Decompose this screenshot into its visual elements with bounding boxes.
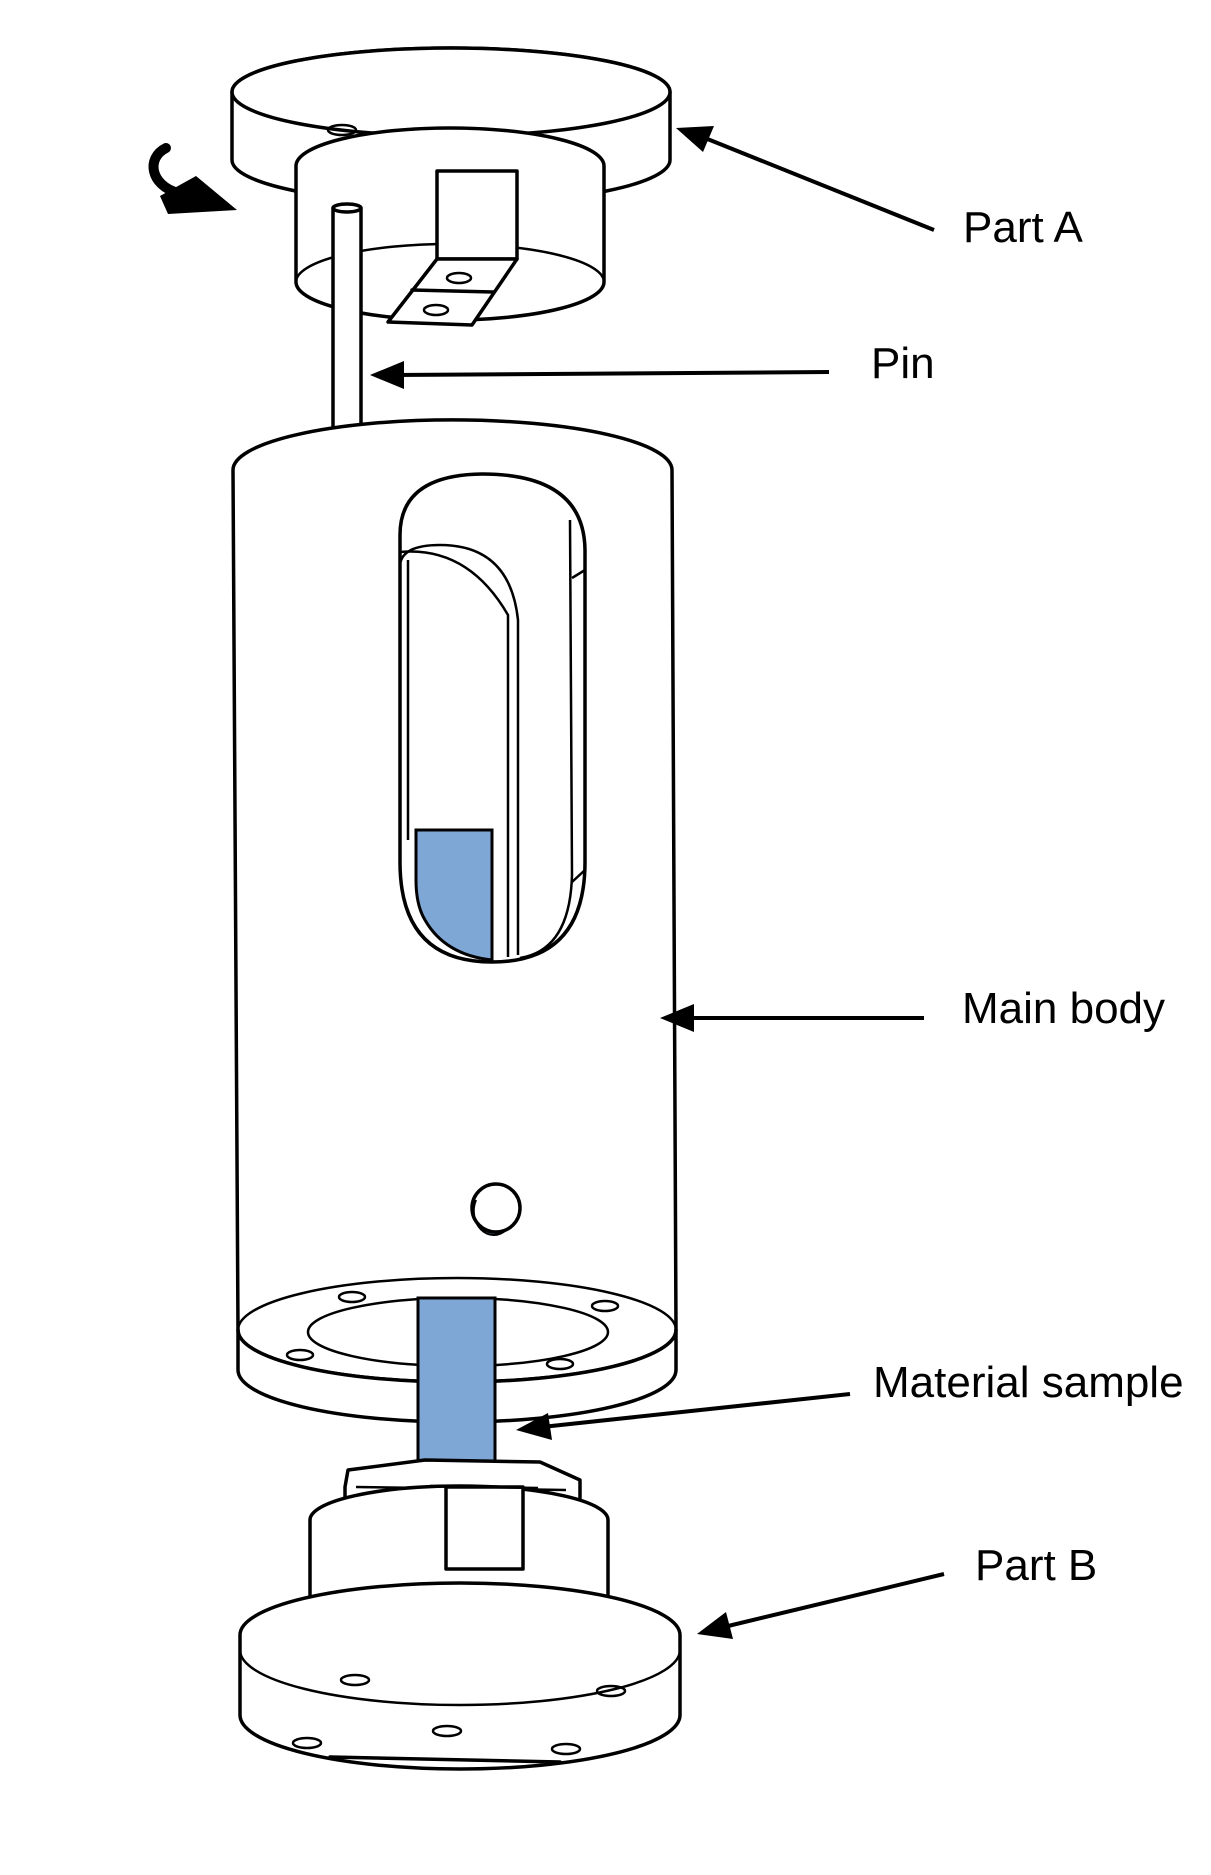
part-a-screw-hole xyxy=(326,123,358,137)
label-part-a: Part A xyxy=(963,203,1083,252)
material-sample xyxy=(416,1296,497,1476)
part-b-base-disc xyxy=(238,1581,682,1771)
flange-hole-1 xyxy=(337,1290,367,1304)
part-a-top-disc-face xyxy=(230,46,672,138)
rotation-arrow-icon xyxy=(148,143,183,198)
arrow-pin xyxy=(394,370,830,377)
window-right-inner-line xyxy=(571,568,586,580)
arrow-main-body-head xyxy=(660,1004,694,1032)
label-pin: Pin xyxy=(871,339,935,388)
label-material-sample: Material sample xyxy=(873,1358,1184,1407)
label-main-body: Main body xyxy=(962,984,1165,1033)
arrow-part-a xyxy=(699,134,935,232)
pin xyxy=(331,202,363,436)
part-b-hole-1 xyxy=(339,1673,371,1687)
main-body xyxy=(231,418,678,1424)
pin-top xyxy=(331,202,363,214)
window-right-edge xyxy=(519,519,574,960)
pin-shaft xyxy=(331,206,363,436)
part-a-clamp-jaw-divider xyxy=(410,288,495,294)
part-b-hole-4 xyxy=(431,1724,463,1738)
window-right-inner-line-2 xyxy=(571,869,586,883)
part-a-assembly xyxy=(148,46,672,327)
rotation-arrow-head-icon xyxy=(160,176,237,214)
part-b-hole-2 xyxy=(595,1684,627,1698)
flange-hole-2 xyxy=(590,1299,620,1313)
part-b-clamp-top xyxy=(429,1484,539,1490)
flange-hole-3 xyxy=(285,1348,315,1362)
pin-hole-fill xyxy=(472,1199,507,1237)
window-inner-step xyxy=(399,550,510,957)
part-b-base-face-edge xyxy=(238,1649,682,1707)
arrow-material-sample xyxy=(541,1392,851,1429)
part-b-assembly xyxy=(238,1458,682,1771)
main-body-top-rim xyxy=(231,418,674,471)
part-b-bottom-flat xyxy=(328,1755,562,1764)
arrow-material-sample-head xyxy=(516,1413,552,1440)
label-part-b: Part B xyxy=(975,1541,1097,1590)
label-arrows xyxy=(370,126,945,1639)
part-b-hole-5 xyxy=(550,1742,582,1756)
part-a-clamp-hole-upper xyxy=(445,271,473,285)
arrow-part-a-head xyxy=(676,126,714,152)
arrow-part-b xyxy=(723,1572,945,1629)
part-a-clamp-block xyxy=(435,169,519,261)
sample-in-window xyxy=(414,828,494,962)
material-sample-strip xyxy=(416,1296,497,1476)
part-b-hole-3 xyxy=(291,1736,323,1750)
arrow-pin-head xyxy=(370,361,404,389)
part-b-clamp-block xyxy=(444,1485,525,1571)
arrow-part-b-head xyxy=(697,1612,733,1639)
part-a-clamp-hole-lower xyxy=(422,303,450,317)
flange-hole-4 xyxy=(545,1357,575,1371)
